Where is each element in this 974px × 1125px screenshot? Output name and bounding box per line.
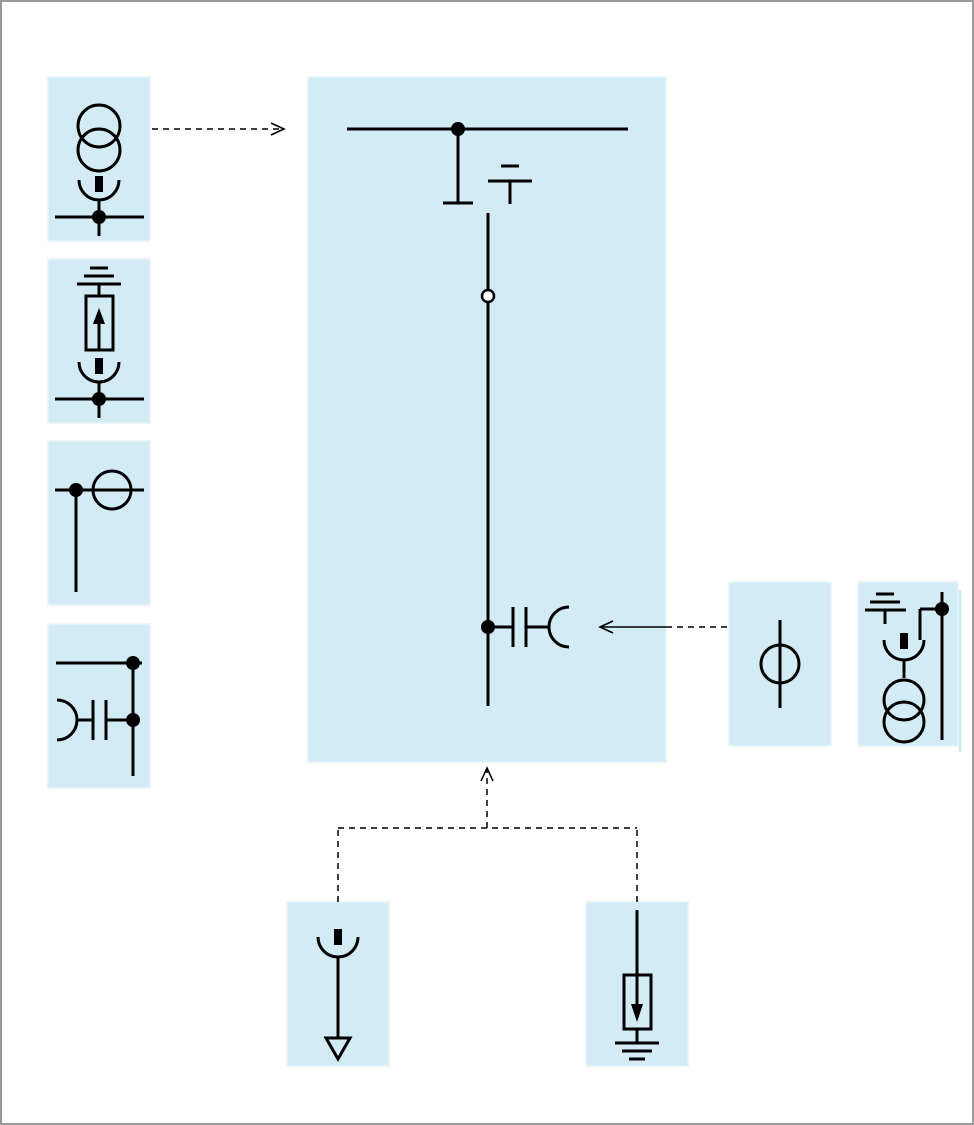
cable-sealing-end-module — [47, 623, 151, 789]
voltage-transformer-module — [47, 76, 151, 242]
main-panel — [307, 76, 667, 763]
arrow-bottom-to-main — [337, 766, 638, 902]
voltage-transformer-earthed-module — [857, 581, 962, 752]
cable-plug-earth-module — [286, 901, 390, 1067]
current-transformer-alt-module — [728, 581, 832, 747]
breaker-contact — [480, 288, 496, 304]
earthing-switch-icon — [488, 164, 532, 204]
cable-connection-icon — [488, 605, 570, 649]
current-transformer-module — [47, 440, 151, 606]
surge-arrester-earth-module — [585, 901, 689, 1067]
surge-arrester-module — [47, 258, 151, 424]
